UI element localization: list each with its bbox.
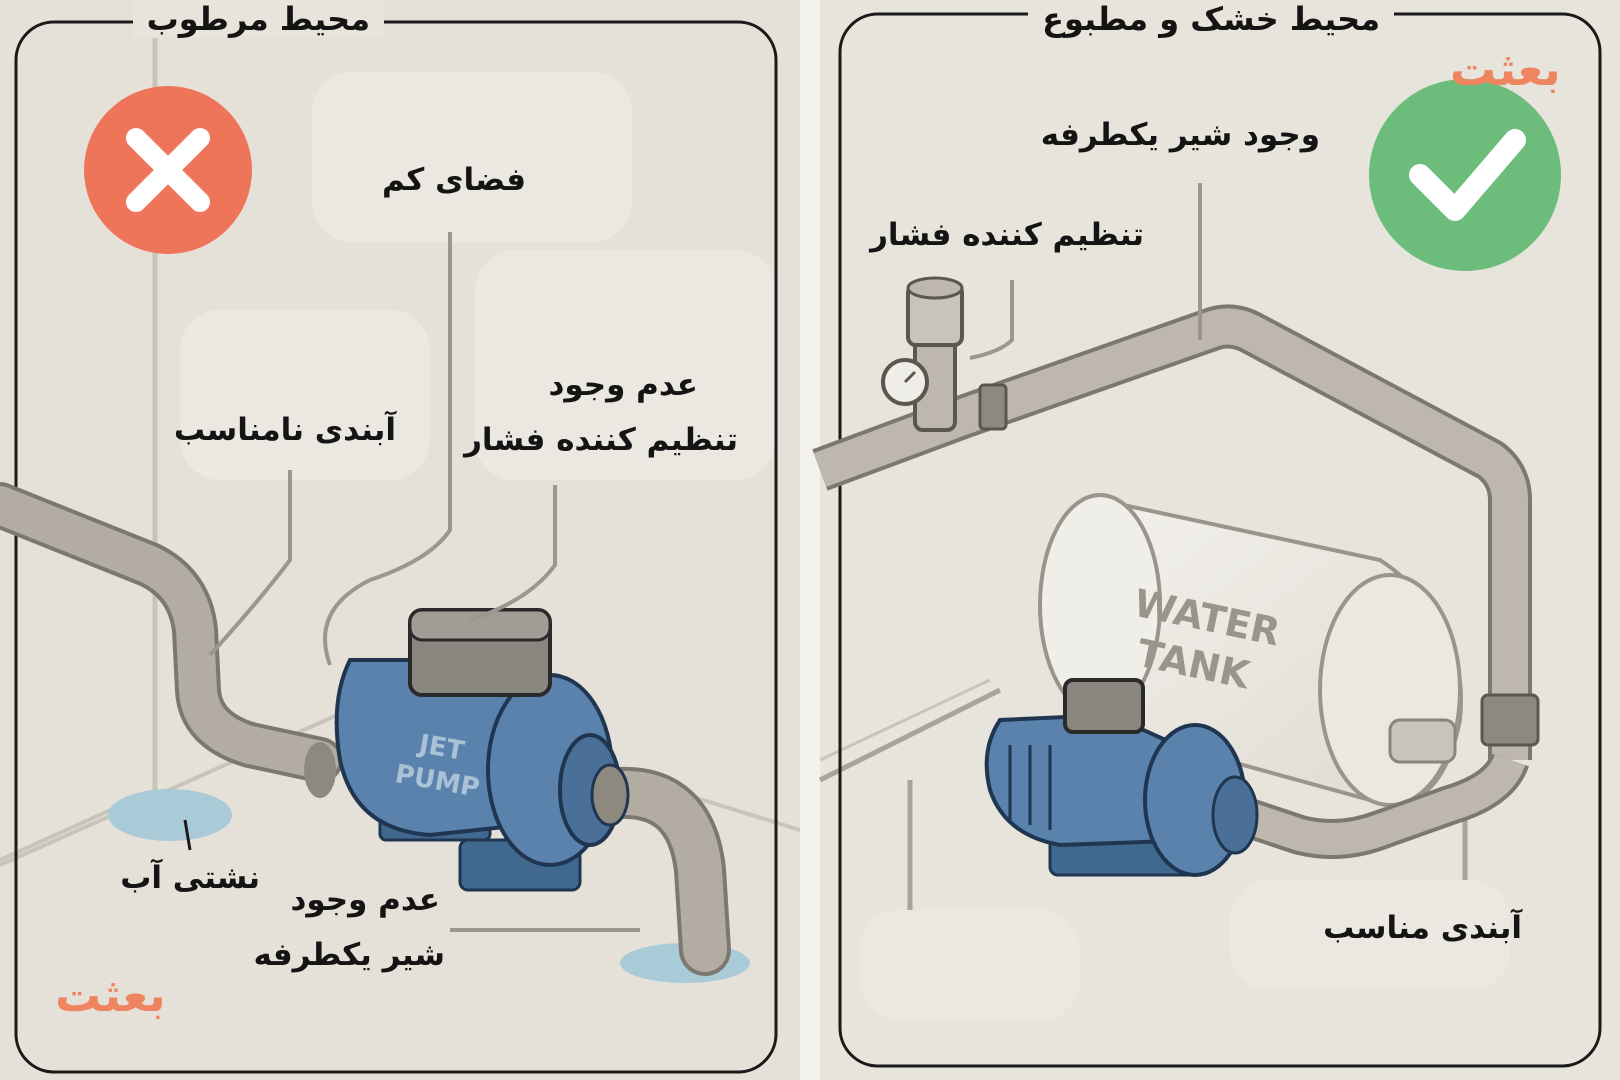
label-bad-plumbing: آبندی نامناسب — [173, 412, 396, 448]
label-little-space: فضای کم — [381, 162, 526, 198]
label-good-plumbing: آبندی مناسب — [1323, 910, 1522, 946]
right-panel-title: محیط خشک و مطبوع — [1028, 0, 1394, 38]
label-leak: نشتی آب — [120, 860, 260, 896]
label-no-regulator-line1: عدم وجود — [548, 367, 698, 403]
check-mark-icon — [1369, 79, 1561, 271]
water-tank — [1038, 493, 1463, 807]
jet-pump-left — [334, 608, 630, 892]
right-panel-artwork: WATER TANK — [812, 0, 1620, 1080]
brand-logo-left: بعثت — [55, 968, 166, 1022]
label-no-regulator-line2: تنظیم کننده فشار — [464, 422, 738, 458]
label-no-check-valve-line2: شیر یکطرفه — [253, 937, 445, 973]
pressure-regulator — [881, 276, 1008, 432]
left-panel-title: محیط مرطوب — [132, 0, 384, 38]
x-mark-icon — [84, 86, 252, 254]
left-panel-artwork: JET PUMP — [0, 0, 801, 1080]
label-regulator: تنظیم کننده فشار — [870, 217, 1144, 253]
label-no-check-valve-line1: عدم وجود — [290, 882, 440, 918]
brand-logo-right: بعثت — [1450, 42, 1561, 96]
jet-pump-right — [984, 678, 1259, 877]
label-check-valve: وجود شیر یکطرفه — [1040, 117, 1320, 153]
